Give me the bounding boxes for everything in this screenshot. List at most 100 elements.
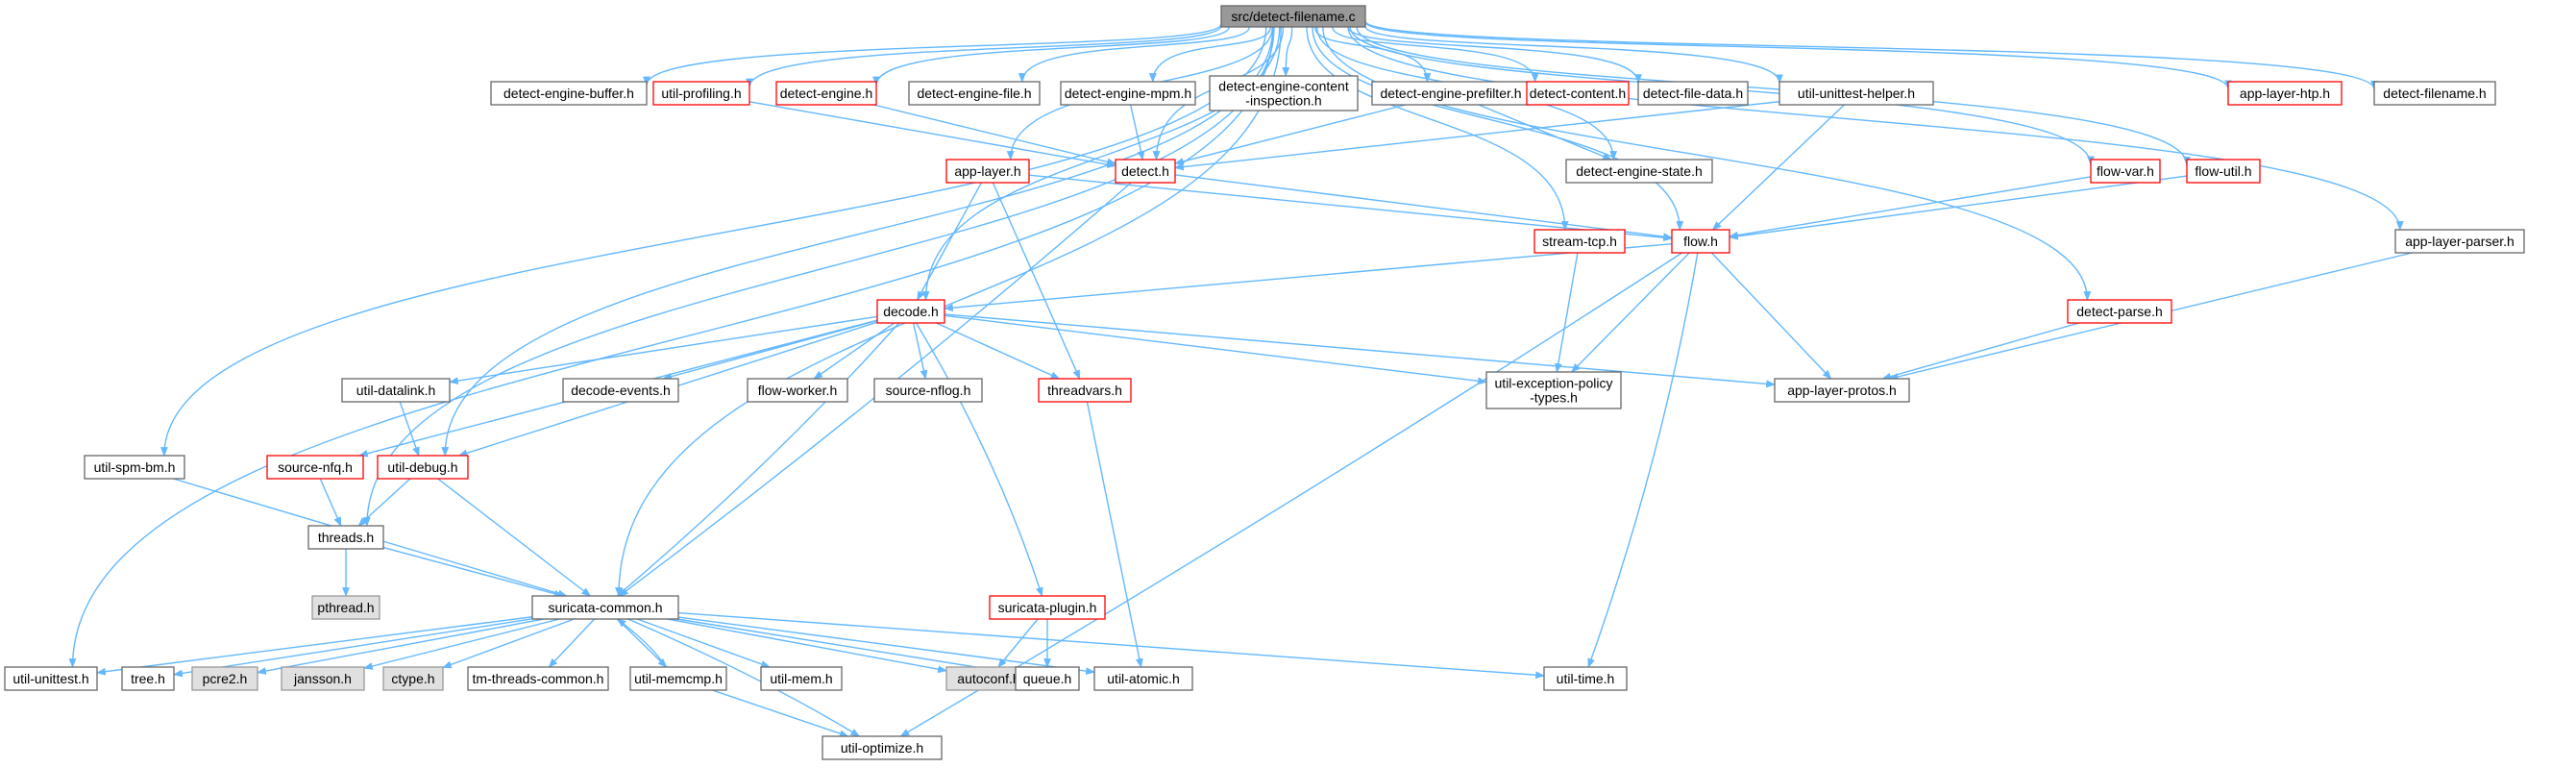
node-umemcmp[interactable]: util-memcmp.h	[629, 666, 727, 691]
edge-root-to-threads	[362, 26, 1275, 527]
node-deci[interactable]: detect-engine-content-inspection.h	[1209, 75, 1359, 111]
node-scommon[interactable]: suricata-common.h	[531, 595, 679, 620]
node-box	[629, 666, 727, 691]
node-uept[interactable]: util-exception-policy-types.h	[1485, 371, 1622, 409]
edge-scommon-to-jansson	[363, 618, 560, 670]
node-box	[747, 378, 848, 403]
node-dparse[interactable]: detect-parse.h	[2067, 299, 2172, 324]
node-snflog[interactable]: source-nflog.h	[873, 378, 983, 403]
node-det[interactable]: detect.h	[1115, 159, 1176, 184]
edge-demp-to-det	[1129, 104, 1145, 161]
edge-scommon-to-utime	[677, 611, 1545, 680]
edge-root-to-deng	[872, 26, 1230, 87]
node-dfd[interactable]: detect-file-data.h	[1637, 81, 1749, 106]
node-applayer[interactable]: app-layer.h	[945, 159, 1030, 184]
node-udl[interactable]: util-datalink.h	[341, 378, 451, 403]
node-ctype[interactable]: ctype.h	[382, 666, 444, 691]
node-demp[interactable]: detect-engine-mpm.h	[1060, 81, 1196, 106]
node-box	[2186, 159, 2261, 184]
edge-root-to-deb	[643, 23, 1222, 87]
node-dcont[interactable]: detect-content.h	[1526, 81, 1630, 106]
node-splugin[interactable]: suricata-plugin.h	[989, 595, 1106, 620]
node-umem[interactable]: util-mem.h	[760, 666, 843, 691]
edge-root-to-dfn	[1364, 20, 2378, 90]
edge-scommon-to-queue	[676, 618, 1017, 677]
node-label: app-layer-htp.h	[2240, 86, 2330, 101]
edge-scommon-to-pcre2	[257, 618, 544, 675]
node-def[interactable]: detect-engine-file.h	[908, 81, 1041, 106]
node-box	[467, 666, 609, 691]
node-label: app-layer-parser.h	[2405, 234, 2515, 249]
edge-snfq-to-threads	[319, 478, 342, 527]
node-fw[interactable]: flow-worker.h	[747, 378, 848, 403]
node-fvar[interactable]: flow-var.h	[2090, 159, 2161, 184]
node-pcre2[interactable]: pcre2.h	[191, 666, 258, 691]
node-deb[interactable]: detect-engine-buffer.h	[490, 81, 648, 106]
edge-flow-to-uept	[1571, 252, 1690, 373]
node-box	[1115, 159, 1176, 184]
node-pthread[interactable]: pthread.h	[311, 595, 380, 620]
node-alhtp[interactable]: app-layer-htp.h	[2227, 81, 2343, 106]
node-label: util-time.h	[1557, 671, 1615, 686]
node-label: detect-engine.h	[780, 86, 873, 101]
edge-root-to-stcp	[1306, 26, 1569, 231]
edge-root-to-uunit	[68, 26, 1275, 668]
node-utime[interactable]: util-time.h	[1543, 666, 1628, 691]
node-dfn[interactable]: detect-filename.h	[2373, 81, 2496, 106]
edge-decode-to-alprotos	[944, 313, 1776, 388]
edge-root-to-def	[1018, 26, 1251, 83]
node-label: util-memcmp.h	[634, 671, 723, 686]
node-label: jansson.h	[293, 671, 352, 686]
node-label: stream-tcp.h	[1542, 234, 1617, 249]
node-uunit[interactable]: util-unittest.h	[4, 666, 98, 691]
node-tree[interactable]: tree.h	[121, 666, 175, 691]
node-root[interactable]: src/detect-filename.c	[1220, 5, 1366, 28]
node-box	[1038, 378, 1132, 403]
node-des[interactable]: detect-engine-state.h	[1565, 159, 1713, 184]
node-label: queue.h	[1023, 671, 1072, 686]
node-udebug[interactable]: util-debug.h	[377, 455, 469, 480]
node-label: util-optimize.h	[841, 740, 923, 756]
node-box	[1485, 371, 1622, 409]
node-tmtc[interactable]: tm-threads-common.h	[467, 666, 609, 691]
node-label: decode-events.h	[571, 383, 671, 398]
node-decode[interactable]: decode.h	[876, 299, 945, 324]
edge-udebug-to-scommon	[437, 478, 592, 597]
node-threads[interactable]: threads.h	[307, 525, 384, 550]
node-box	[4, 666, 98, 691]
node-box	[1543, 666, 1628, 691]
node-stcp[interactable]: stream-tcp.h	[1533, 229, 1626, 254]
node-uspm[interactable]: util-spm-bm.h	[84, 455, 185, 480]
edge-scommon-to-tmtc	[548, 618, 596, 668]
node-box	[989, 595, 1106, 620]
node-uuh[interactable]: util-unittest-helper.h	[1779, 81, 1934, 106]
nodes-layer: src/detect-filename.c detect-engine-buffe…	[4, 5, 2525, 760]
node-uprof[interactable]: util-profiling.h	[652, 81, 750, 106]
node-depf[interactable]: detect-engine-prefilter.h	[1371, 81, 1531, 106]
edge-decode-to-scommon	[616, 322, 900, 597]
edge-uuh-to-det	[1174, 101, 1780, 171]
node-box	[2373, 81, 2496, 106]
node-label: flow.h	[1683, 234, 1718, 249]
node-box	[1371, 81, 1531, 106]
node-box	[1209, 75, 1359, 111]
node-tvars[interactable]: threadvars.h	[1038, 378, 1132, 403]
edge-det-to-flow	[1174, 174, 1673, 240]
node-flow[interactable]: flow.h	[1671, 229, 1730, 254]
edge-scommon-to-tree	[173, 618, 533, 678]
node-dev[interactable]: decode-events.h	[562, 378, 679, 403]
node-jansson[interactable]: jansson.h	[281, 666, 365, 691]
edge-decode-to-udl	[449, 315, 878, 384]
node-uatomic[interactable]: util-atomic.h	[1093, 666, 1193, 691]
node-deng[interactable]: detect-engine.h	[775, 81, 877, 106]
node-snfq[interactable]: source-nfq.h	[266, 455, 364, 480]
node-uopt[interactable]: util-optimize.h	[822, 735, 943, 760]
node-queue[interactable]: queue.h	[1015, 666, 1080, 691]
node-label: app-layer-protos.h	[1787, 383, 1897, 398]
node-label: detect-engine-file.h	[917, 86, 1031, 101]
node-alprotos[interactable]: app-layer-protos.h	[1774, 378, 1910, 403]
node-alparser[interactable]: app-layer-parser.h	[2394, 229, 2525, 254]
node-label: threads.h	[318, 530, 374, 545]
node-futil[interactable]: flow-util.h	[2186, 159, 2261, 184]
